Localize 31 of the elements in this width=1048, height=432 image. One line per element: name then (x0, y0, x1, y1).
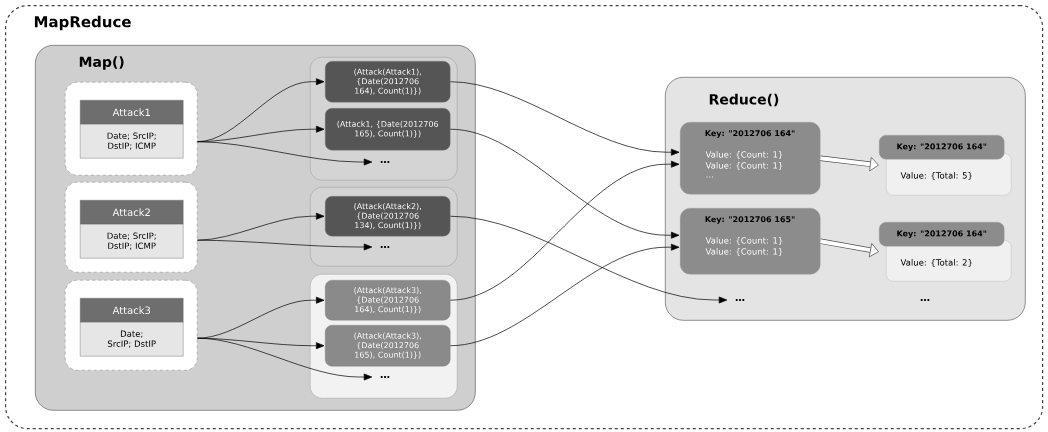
arrow (197, 212, 325, 241)
ellipsis: … (380, 246, 390, 248)
ellipsis: … (380, 376, 390, 378)
key-value-box: (Attack(Attack3), {Date(2012706 164), Count(1)}) (325, 280, 451, 321)
ellipsis: … (380, 161, 390, 163)
arrow (450, 81, 680, 156)
ellipsis: … (920, 299, 930, 301)
arrow (450, 128, 680, 239)
record-card: Attack2 Date; SrcIP; DstIP; ICMP (65, 182, 198, 273)
ellipsis: … (735, 299, 745, 301)
key-group-box: Key: "2012706 165" Value: {Count: 1} Value: {Count: 1} (680, 208, 821, 275)
record-card: Attack1 Date; SrcIP; DstIP; ICMP (65, 82, 198, 176)
arrow (197, 337, 373, 381)
node-label: Key: "2012706 164" (897, 143, 987, 152)
node-label: Key: "2012706 164" (897, 230, 987, 239)
key-value-box: (Attack(Attack1), {Date(2012706 164), Count(1)}) (325, 61, 451, 103)
result-card: Key: "2012706 164" Value: {Total: 2} (879, 222, 1012, 282)
block-arrow (819, 238, 879, 258)
arrow (450, 243, 680, 347)
arrow (450, 160, 680, 301)
key-group-box: Key: "2012706 164" Value: {Count: 1} Value: {Count: 1} … (680, 122, 821, 195)
arrow (197, 141, 373, 166)
key-value-box: (Attack1, {Date(2012706 165), Count(1)}) (325, 108, 451, 151)
arrow (450, 215, 728, 304)
key-value-box: (Attack(Attack3), {Date(2012706 165), Count(1)}) (325, 325, 451, 367)
result-card: Key: "2012706 164" Value: {Total: 5} (879, 135, 1012, 196)
key-value-box: (Attack(Attack2), {Date(2012706 134), Count(1)}) (325, 196, 451, 237)
arrow (197, 296, 325, 339)
record-card: Attack3 Date; SrcIP; DstIP (65, 280, 198, 371)
arrow (197, 239, 373, 251)
block-arrow (820, 155, 879, 172)
